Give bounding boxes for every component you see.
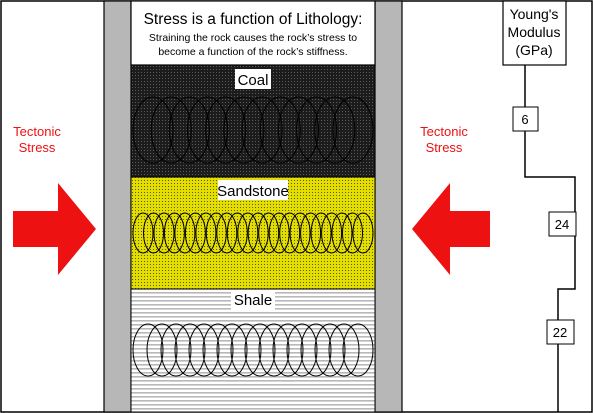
spring-coil xyxy=(132,96,174,164)
spring-coil xyxy=(352,212,374,254)
shale-label-box xyxy=(231,290,275,310)
sandstone-label: Sandstone xyxy=(217,183,289,200)
spring-coil xyxy=(286,323,318,377)
spring-coil xyxy=(278,96,319,164)
spring-coil xyxy=(160,323,192,377)
spring-coil xyxy=(321,212,343,254)
spring-coil xyxy=(168,96,210,164)
sandstone-label-box xyxy=(218,180,288,200)
spring-coil xyxy=(132,323,164,377)
spring-coil xyxy=(188,323,220,377)
spring-coil xyxy=(174,323,206,377)
coal-label-box xyxy=(235,69,271,89)
spring-coil xyxy=(223,96,265,164)
spring-coil xyxy=(174,212,196,254)
title-box xyxy=(130,0,376,66)
spring-coil xyxy=(202,323,234,377)
springs xyxy=(132,96,374,377)
sandstone-modulus-box xyxy=(548,211,577,237)
spring-coil xyxy=(187,96,228,164)
spring-coil xyxy=(184,212,206,254)
modulus-header-line-3: (GPa) xyxy=(515,42,552,58)
spring-coil xyxy=(216,212,238,254)
left-stress-label-line-2: Stress xyxy=(19,140,56,155)
spring-coil xyxy=(195,212,217,254)
coal-spring xyxy=(132,96,374,164)
spring-coil xyxy=(205,212,227,254)
shale-spring xyxy=(132,323,374,377)
spring-coil xyxy=(237,212,259,254)
spring-coil xyxy=(244,323,276,377)
spring-coil xyxy=(310,212,332,254)
sandstone-modulus-value: 24 xyxy=(555,217,569,232)
shale-modulus-value: 22 xyxy=(553,325,567,340)
left-wall xyxy=(103,0,132,413)
spring-coil xyxy=(226,212,248,254)
left-stress-label-line-1: Tectonic xyxy=(13,124,61,139)
spring-coil xyxy=(300,323,332,377)
spring-coil xyxy=(300,212,322,254)
spring-coil xyxy=(296,96,338,164)
spring-coil xyxy=(272,323,304,377)
spring-coil xyxy=(314,96,356,164)
modulus-header-box xyxy=(502,0,567,66)
spring-coil xyxy=(247,212,269,254)
spring-coil xyxy=(216,323,248,377)
shale-label: Shale xyxy=(234,292,272,309)
spring-coil xyxy=(132,212,154,254)
spring-coil xyxy=(289,212,311,254)
spring-coil xyxy=(205,96,247,164)
left-arrow-icon xyxy=(13,183,96,275)
spring-coil xyxy=(328,323,360,377)
right-wall xyxy=(374,0,403,413)
right-arrow-icon xyxy=(412,183,490,275)
coal-modulus-value: 6 xyxy=(521,112,528,127)
spring-coil xyxy=(342,212,363,254)
spring-coil xyxy=(150,96,192,164)
coal-label: Coal xyxy=(238,72,269,89)
spring-coil xyxy=(332,96,374,164)
spring-coil xyxy=(163,212,185,254)
spring-coil xyxy=(342,323,374,377)
spring-coil xyxy=(268,212,290,254)
spring-coil xyxy=(153,212,175,254)
sandstone-spring xyxy=(132,212,374,254)
spring-coil xyxy=(331,212,353,254)
spring-coil xyxy=(258,212,280,254)
subtitle-line-1: Straining the rock causes the rock’s str… xyxy=(149,32,357,44)
modulus-header-line-1: Young's xyxy=(510,6,559,22)
right-stress-label-line-2: Stress xyxy=(426,140,463,155)
spring-coil xyxy=(143,212,164,254)
right-stress-label-line-1: Tectonic xyxy=(420,124,468,139)
diagram-title: Stress is a function of Lithology: xyxy=(144,11,363,28)
spring-coil xyxy=(259,96,301,164)
spring-coil xyxy=(279,212,301,254)
coal-modulus-box xyxy=(512,106,539,132)
spring-coil xyxy=(258,323,290,377)
spring-coil xyxy=(314,323,346,377)
spring-coil xyxy=(241,96,283,164)
shale-modulus-box xyxy=(546,319,575,345)
spring-coil xyxy=(230,323,262,377)
subtitle-line-2: become a function of the rock’s stiffnes… xyxy=(158,46,347,58)
spring-coil xyxy=(146,323,178,377)
modulus-header-line-2: Modulus xyxy=(508,24,561,40)
